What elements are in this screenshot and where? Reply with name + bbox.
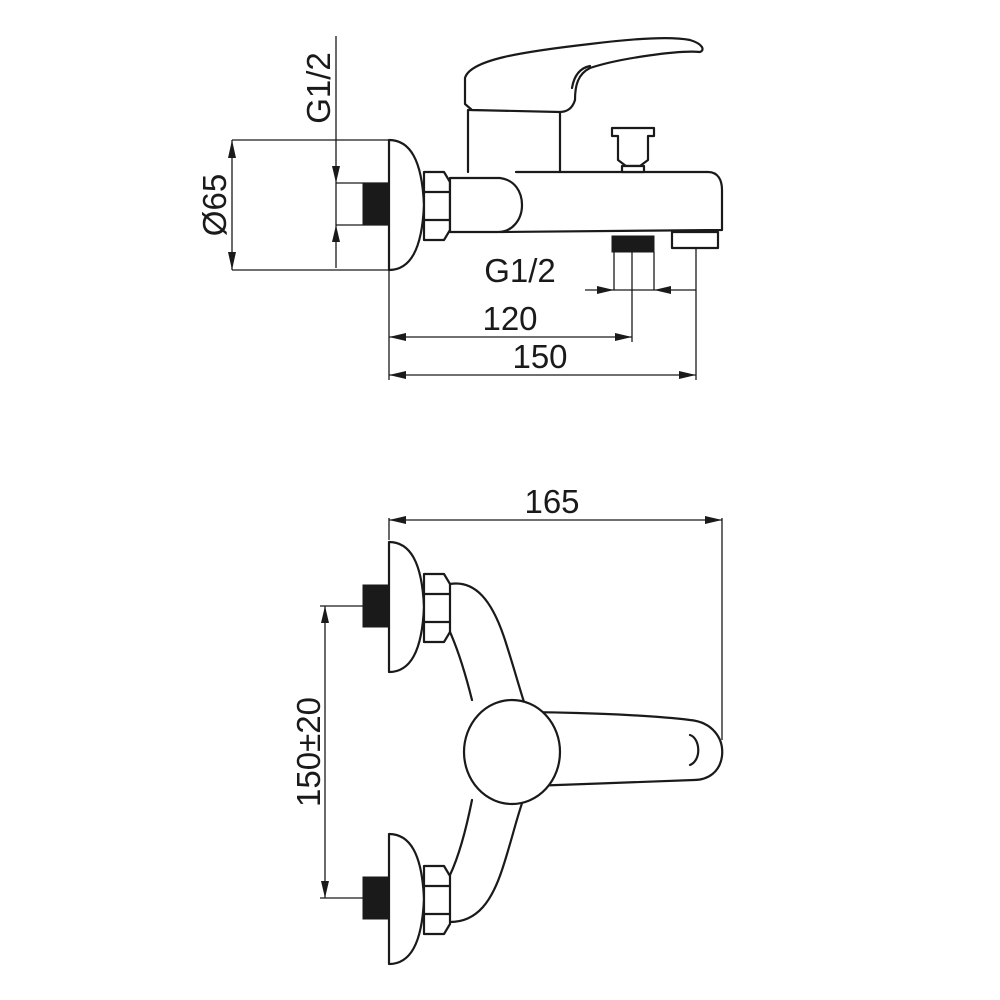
mixer-body bbox=[466, 108, 562, 174]
shower-outlet bbox=[611, 235, 655, 253]
spout-aerator bbox=[670, 230, 720, 250]
dim-centre-distance: 150±20 bbox=[290, 697, 327, 807]
upper-wall-flange bbox=[387, 540, 426, 674]
dim-outlet-thread: G1/2 bbox=[484, 252, 556, 289]
lower-wall-flange bbox=[387, 832, 426, 966]
dim-diameter: Ø65 bbox=[196, 174, 233, 236]
side-view: Ø65 G1/2 G1/2 120 150 bbox=[196, 36, 724, 380]
mixer-cap bbox=[462, 698, 562, 806]
dim-overall-depth: 150 bbox=[512, 338, 567, 375]
lever-handle bbox=[463, 37, 704, 114]
connector-arm bbox=[448, 176, 524, 234]
dim-inlet-thread: G1/2 bbox=[300, 52, 337, 124]
lower-inlet-thread bbox=[362, 876, 390, 920]
wall-flange bbox=[387, 138, 426, 272]
inlet-thread bbox=[362, 182, 390, 226]
dim-overall-length: 165 bbox=[524, 483, 579, 520]
diverter-knob bbox=[610, 126, 656, 168]
dim-outlet-distance: 120 bbox=[482, 300, 537, 337]
lever-top-view bbox=[508, 710, 724, 788]
upper-hex-nut bbox=[422, 572, 452, 644]
mixer-spout-body bbox=[498, 170, 724, 234]
lower-hex-nut bbox=[422, 864, 452, 936]
lower-body-arm bbox=[448, 793, 527, 924]
upper-inlet-thread bbox=[362, 584, 390, 628]
hex-nut bbox=[422, 170, 452, 242]
top-view: 165 150±20 bbox=[290, 483, 724, 966]
upper-body-arm bbox=[448, 582, 527, 707]
